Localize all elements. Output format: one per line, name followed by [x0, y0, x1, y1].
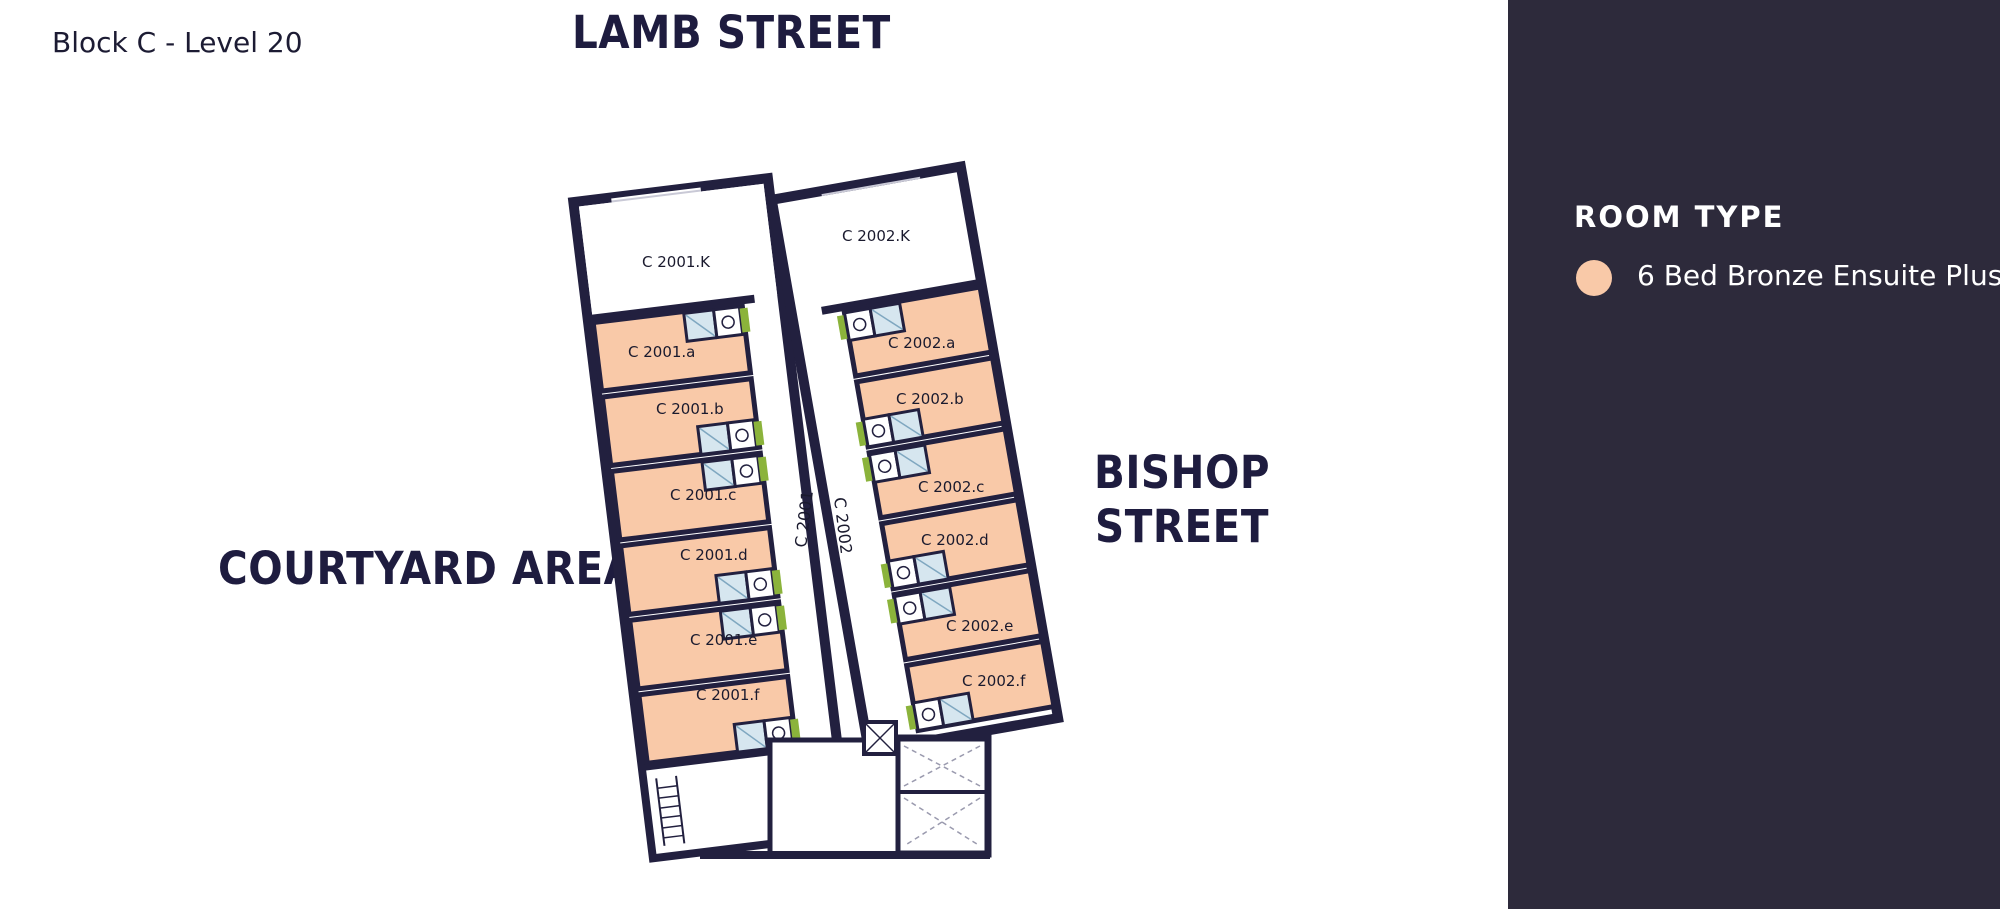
room-label-c-2002-d: C 2002.d — [921, 531, 989, 549]
room-label-c-2001-e: C 2001.e — [690, 631, 757, 649]
ensuite-c-2001-c — [700, 453, 769, 492]
kitchen-2001-wall — [590, 294, 755, 323]
room-label-c-2001-f: C 2001.f — [696, 686, 760, 704]
street-label-bishop: BISHOP STREET — [1094, 446, 1270, 554]
courtyard-area-label: COURTYARD AREA — [218, 542, 636, 595]
ensuite-c-2002-e — [886, 585, 957, 626]
ensuite-c-2002-b — [855, 407, 925, 449]
room-label-c-2002-a: C 2002.a — [888, 334, 955, 352]
street-label-bishop-line1: BISHOP — [1094, 446, 1271, 499]
room-label-c-2002-f: C 2002.f — [962, 672, 1026, 690]
legend-title: ROOM TYPE — [1574, 200, 1785, 234]
floor-plan-drawing: C 2001.K C 2002.K C 2001 C 2002 C 2001.a… — [567, 160, 1064, 863]
bedrooms-2002 — [836, 284, 1057, 734]
ensuite-c-2002-f — [905, 691, 975, 733]
kitchen-2002-wall — [821, 278, 983, 315]
room-label-2001-k: C 2001.K — [642, 253, 711, 271]
bedroom-labels-2001: C 2001.a C 2001.b C 2001.c C 2001.d C 2001.e… — [628, 343, 760, 704]
legend-panel: ROOM TYPE 6 Bed Bronze Ensuite Plus — [1508, 0, 2000, 909]
room-label-c-2001-b: C 2001.b — [656, 400, 724, 418]
ensuite-c-2002-a — [836, 301, 907, 343]
room-label-c-2001-a: C 2001.a — [628, 343, 695, 361]
room-label-c-2001-d: C 2001.d — [680, 546, 748, 564]
floor-plan-area: Block C - Level 20 LAMB STREET BISHOP ST… — [52, 6, 1270, 863]
ensuite-c-2002-d — [880, 549, 950, 591]
staircase-2001 — [655, 775, 686, 846]
street-label-bishop-line2: STREET — [1095, 500, 1269, 553]
ensuite-c-2001-e — [718, 602, 788, 641]
wing-2001 — [567, 172, 854, 863]
ensuite-c-2002-c — [861, 443, 932, 485]
room-label-c-2001-c: C 2001.c — [670, 486, 736, 504]
lift-core — [700, 720, 992, 859]
kitchen-2001-window-glass — [611, 189, 702, 203]
legend-color-swatch — [1576, 260, 1612, 296]
kitchen-2002-window — [821, 176, 921, 197]
street-label-lamb: LAMB STREET — [572, 6, 891, 59]
legend-item-label: 6 Bed Bronze Ensuite Plus — [1637, 259, 2000, 292]
bedroom-labels-2002: C 2002.a C 2002.b C 2002.c C 2002.d C 2002.e… — [888, 334, 1026, 690]
kitchen-2001 — [578, 183, 778, 318]
block-level-label: Block C - Level 20 — [52, 26, 303, 59]
room-label-2002-k: C 2002.K — [842, 227, 911, 245]
room-label-c-2002-c: C 2002.c — [918, 478, 984, 496]
wing-2002 — [765, 160, 1064, 758]
ensuite-c-2001-d — [714, 567, 783, 605]
ensuite-c-2001-b — [695, 418, 765, 457]
room-label-c-2002-b: C 2002.b — [896, 390, 964, 408]
ensuite-c-2001-a — [682, 304, 751, 343]
room-label-c-2002-e: C 2002.e — [946, 617, 1013, 635]
